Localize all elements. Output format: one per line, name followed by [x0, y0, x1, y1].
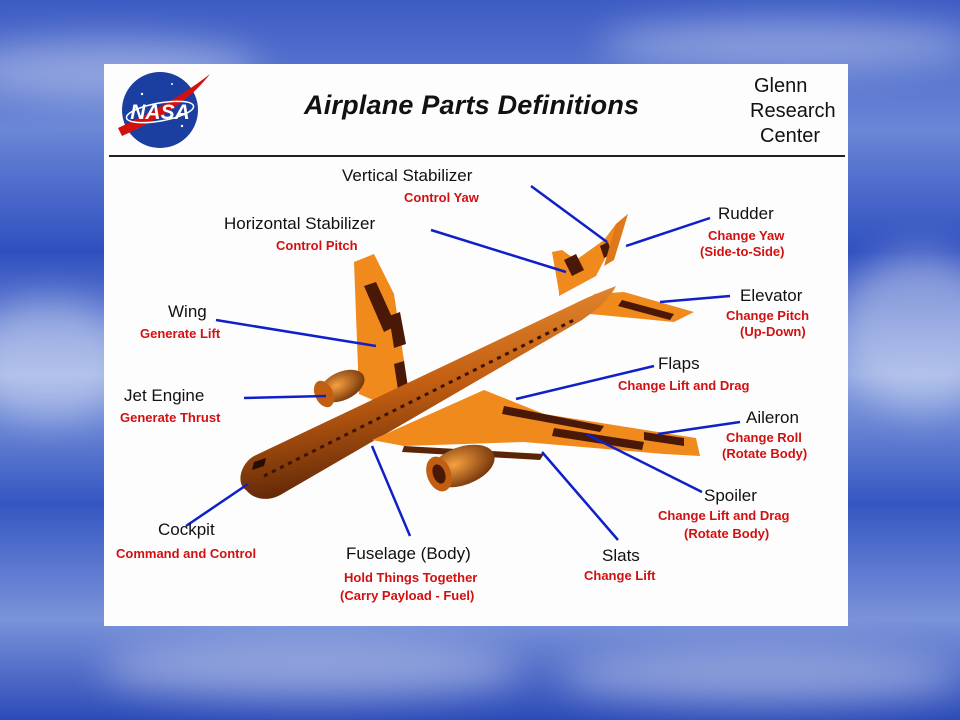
leader-wing [215, 318, 377, 348]
label-fuselage: Fuselage (Body) [346, 544, 471, 563]
label-slats: Slats [602, 546, 640, 565]
leader-rudder [625, 216, 711, 248]
def-spoiler: Change Lift and Drag [658, 508, 790, 523]
horizontal-stabilizer [590, 292, 694, 322]
def-jet-engine: Generate Thrust [120, 410, 221, 425]
def-rudder: Change Yaw [708, 228, 785, 243]
leader-elevator [659, 294, 731, 304]
label-elevator: Elevator [740, 286, 803, 305]
slide-panel: NASA Airplane Parts Definitions Glenn Re… [104, 64, 848, 626]
engine-left [313, 369, 365, 408]
label-cockpit: Cockpit [158, 520, 215, 539]
nasa-logo: NASA [118, 72, 210, 148]
label-spoiler: Spoiler [704, 486, 757, 505]
def-slats: Change Lift [584, 568, 656, 583]
leader-cockpit [185, 482, 249, 528]
header-divider [109, 155, 845, 157]
airplane-diagram [185, 184, 741, 541]
def-elevator: (Up-Down) [740, 324, 806, 339]
def-fuselage: Hold Things Together [344, 570, 478, 585]
vertical-stabilizer [552, 214, 628, 296]
page-title: Airplane Parts Definitions [304, 90, 640, 120]
leader-fuselage [370, 445, 412, 537]
def-vertical-stabilizer: Control Yaw [404, 190, 479, 205]
leader-aileron [657, 420, 741, 436]
leader-spoiler [585, 432, 703, 494]
cloud [100, 640, 520, 700]
def-cockpit: Command and Control [116, 546, 257, 561]
def-fuselage: (Carry Payload - Fuel) [340, 588, 475, 603]
cloud [600, 20, 960, 70]
nasa-logo-text: NASA [130, 101, 190, 124]
def-aileron: Change Roll [726, 430, 802, 445]
label-jet-engine: Jet Engine [124, 386, 205, 405]
engine-right [426, 444, 495, 492]
center-line: Center [760, 125, 821, 147]
label-horizontal-stabilizer: Horizontal Stabilizer [224, 214, 376, 233]
def-rudder: (Side-to-Side) [700, 244, 785, 259]
label-rudder: Rudder [718, 204, 774, 223]
wing-left [354, 254, 409, 404]
def-spoiler: (Rotate Body) [684, 526, 770, 541]
def-wing: Generate Lift [140, 326, 221, 341]
cloud [560, 650, 960, 705]
label-aileron: Aileron [746, 408, 799, 427]
leader-vertical-stabilizer [530, 184, 608, 244]
fuselage [240, 286, 617, 499]
leader-flaps [515, 364, 655, 401]
def-aileron: (Rotate Body) [722, 446, 808, 461]
leader-horizontal-stabilizer [430, 228, 567, 274]
label-flaps: Flaps [658, 354, 700, 373]
leader-lines [185, 184, 741, 541]
def-flaps: Change Lift and Drag [618, 378, 750, 393]
def-horizontal-stabilizer: Control Pitch [276, 238, 358, 253]
cloud [840, 250, 960, 410]
leader-jet-engine [243, 394, 327, 400]
center-name: Glenn Research Center [750, 74, 846, 149]
label-wing: Wing [168, 302, 207, 321]
center-line: Glenn [754, 75, 808, 97]
label-vertical-stabilizer: Vertical Stabilizer [342, 166, 473, 185]
leader-slats [541, 451, 619, 541]
center-line: Research [750, 100, 836, 122]
def-elevator: Change Pitch [726, 308, 810, 323]
